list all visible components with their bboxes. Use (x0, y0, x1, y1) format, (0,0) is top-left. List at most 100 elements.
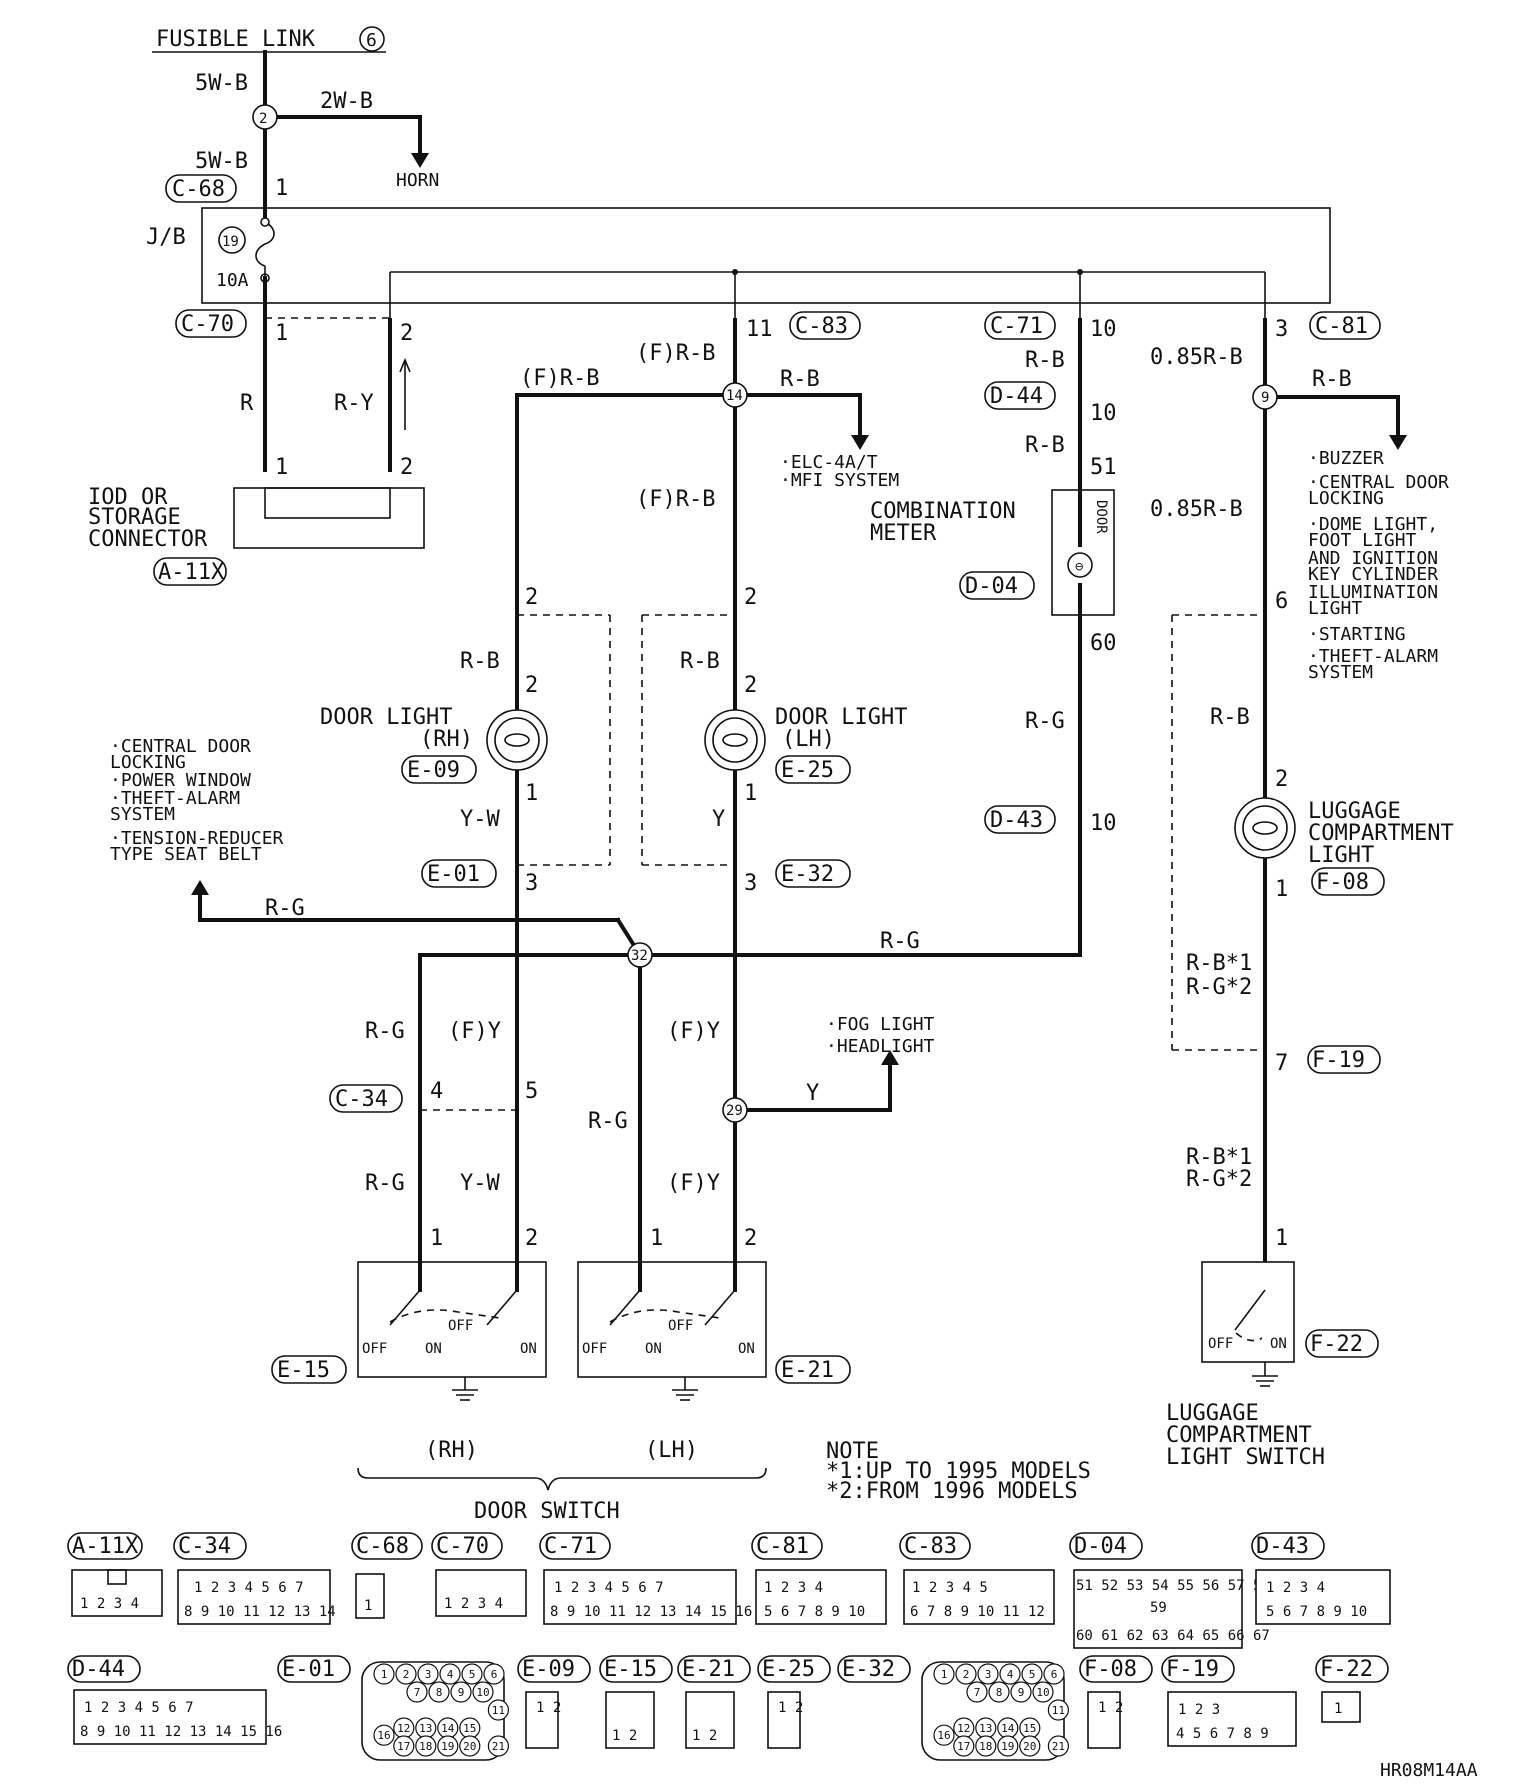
legend-c34-row1: 1 2 3 4 5 6 7 (194, 1580, 304, 1596)
buzzer-7: KEY CYLINDER (1308, 564, 1438, 585)
buzzer-8: ILLUMINATION (1308, 582, 1438, 603)
legend-e25: E-25 (762, 1657, 815, 1682)
central-5: SYSTEM (110, 804, 175, 825)
iod-branch: R R-Y 1 2 IOD OR STORAGE CONNECTOR A-11X (88, 317, 425, 586)
wire-rg-star2-a: R-G*2 (1186, 975, 1252, 1000)
buzzer-11: ·THEFT-ALARM (1308, 646, 1438, 667)
wire-rg-lhsw: R-G (588, 1109, 628, 1134)
connector-pin-label: 15 (463, 1722, 476, 1735)
wire-5wb-b: 5W-B (195, 149, 248, 174)
connector-pin (997, 1735, 1019, 1757)
connector-pin (933, 1663, 955, 1685)
rh-pin-top: 2 (525, 585, 538, 610)
fuse-amp: 10A (216, 270, 249, 291)
c34-label: C-34 (335, 1087, 388, 1112)
connector-pin-label: 5 (1029, 1668, 1036, 1681)
d04-pin-60: 60 (1090, 631, 1117, 656)
legend-e15-pins: 1 2 (612, 1728, 637, 1744)
wire-rg-star2-b: R-G*2 (1186, 1167, 1252, 1192)
connector-pin (415, 1735, 437, 1757)
wire-r: R (240, 391, 254, 416)
splice-29-label: 29 (726, 1103, 743, 1119)
connector-pin-label: 17 (397, 1740, 410, 1753)
lh-pin-top: 2 (744, 585, 757, 610)
legend-d43-row1: 1 2 3 4 (1266, 1580, 1325, 1596)
wire-085rb-b: 0.85R-B (1150, 497, 1243, 522)
legend-a11x-pins: 1 2 3 4 (80, 1596, 139, 1612)
e09-label: E-09 (407, 758, 460, 783)
central-arrow (191, 880, 209, 895)
e15-label: E-15 (277, 1358, 330, 1383)
buzzer-2: ·CENTRAL DOOR (1308, 472, 1449, 493)
luggage-branch: 9 0.85R-B R-B 0.85R-B ·BUZZER ·CENTRAL D… (1150, 318, 1454, 1470)
elc-arrow (851, 435, 869, 450)
connector-pin-label: 6 (491, 1668, 498, 1681)
legend-f19: F-19 (1166, 1657, 1219, 1682)
connector-pin (459, 1735, 481, 1757)
connector-pin (417, 1663, 439, 1685)
legend-d44-row1: 1 2 3 4 5 6 7 (84, 1700, 194, 1716)
note-1: *1:UP TO 1995 MODELS (826, 1459, 1091, 1484)
splice-14-label: 14 (726, 388, 743, 404)
svg-text:⊖: ⊖ (1075, 559, 1084, 575)
door-switch-rh: OFF ON OFF ON E-15 (271, 1243, 547, 1401)
e25-label: E-25 (781, 758, 834, 783)
e32-label: E-32 (781, 862, 834, 887)
e15-pin-1: 1 (430, 1226, 443, 1251)
horn-arrow (411, 153, 429, 168)
legend-f19-row2: 4 5 6 7 8 9 (1176, 1726, 1269, 1742)
door-light-lh-side: (LH) (782, 727, 835, 752)
elc-label-2: ·MFI SYSTEM (780, 470, 899, 491)
connector-pin (1043, 1663, 1065, 1685)
connector-pin-label: 16 (377, 1729, 390, 1742)
c70-label: C-70 (181, 312, 234, 337)
wire-fy-c: (F)Y (667, 1171, 720, 1196)
legend-c83-row2: 6 7 8 9 10 11 12 (910, 1604, 1045, 1620)
door-light-lh-bulb (704, 709, 766, 771)
connector-pin-label: 17 (957, 1740, 970, 1753)
d43-label: D-43 (990, 808, 1043, 833)
legend-e32: E-32 (842, 1657, 895, 1682)
door-switch-lh: OFF ON OFF ON E-21 (577, 1243, 851, 1401)
connector-pin-label: 9 (458, 1686, 465, 1699)
luggage-on: ON (1270, 1336, 1287, 1352)
f08-label: F-08 (1316, 870, 1369, 895)
connector-pin (953, 1735, 975, 1757)
connector-pin-label: 2 (403, 1668, 410, 1681)
luggage-light-bulb (1234, 797, 1296, 859)
connector-pin (1010, 1681, 1032, 1703)
wire-rb-rh: R-B (460, 649, 500, 674)
splice-2-label: 2 (259, 111, 267, 127)
c81-label: C-81 (1315, 314, 1368, 339)
e01-label: E-01 (427, 862, 480, 887)
jb-label: J/B (146, 225, 186, 250)
connector-pin (975, 1735, 997, 1757)
f08-pin-1: 1 (1275, 877, 1288, 902)
connector-pin (406, 1681, 428, 1703)
e21-label: E-21 (781, 1358, 834, 1383)
a11x-pin-1: 1 (275, 455, 288, 480)
f19-pin-6: 6 (1275, 589, 1288, 614)
connector-pin-label: 4 (1007, 1668, 1014, 1681)
connector-pin-label: 12 (957, 1722, 970, 1735)
wire-rb-star1-a: R-B*1 (1186, 951, 1252, 976)
central-1: ·CENTRAL DOOR (110, 736, 251, 757)
meter-door-label: DOOR (1093, 500, 1109, 534)
luggage-light-3: LIGHT (1308, 843, 1374, 868)
legend-c70: C-70 (436, 1534, 489, 1559)
legend-d44-row2: 8 9 10 11 12 13 14 15 16 (80, 1724, 282, 1740)
splice-9 (1252, 384, 1278, 410)
legend-e21-pins: 1 2 (692, 1728, 717, 1744)
legend-d43-row2: 5 6 7 8 9 10 (1266, 1604, 1367, 1620)
wire-rg-c34a: R-G (365, 1019, 405, 1044)
wire-yw-bot: Y-W (460, 1171, 500, 1196)
lh-on-2: ON (738, 1341, 755, 1357)
connector-pin-label: 19 (1001, 1740, 1014, 1753)
connector-pin-label: 19 (441, 1740, 454, 1753)
rh-pin-2: 2 (525, 673, 538, 698)
rh-caption: (RH) (425, 1438, 478, 1463)
connector-pin (373, 1724, 395, 1746)
connector-pin (439, 1663, 461, 1685)
legend-d04: D-04 (1074, 1534, 1127, 1559)
